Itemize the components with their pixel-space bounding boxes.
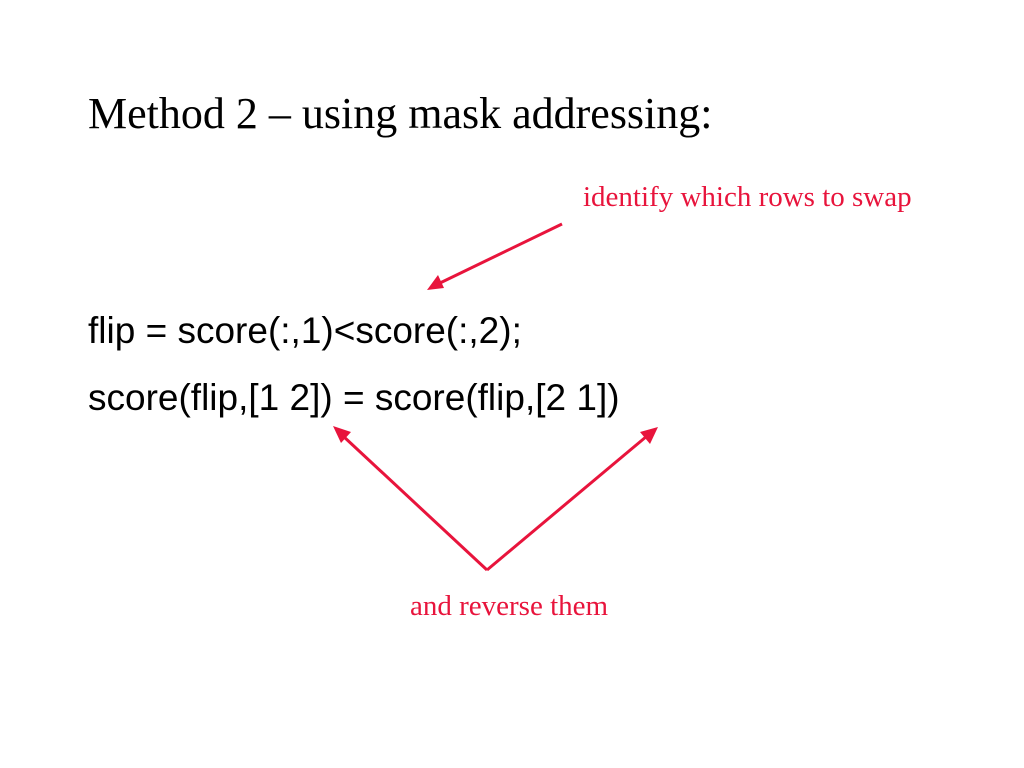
annotation-reverse: and reverse them	[410, 590, 609, 622]
arrow-reverse-right	[486, 427, 658, 572]
arrow-reverse-left	[333, 426, 489, 572]
code-line-swap: score(flip,[1 2]) = score(flip,[2 1])	[88, 377, 620, 418]
arrow-identify	[427, 222, 563, 290]
annotation-identify-rows: identify which rows to swap	[583, 181, 912, 213]
code-line-flip: flip = score(:,1)<score(:,2);	[88, 310, 522, 351]
slide-title: Method 2 – using mask addressing:	[88, 89, 713, 138]
